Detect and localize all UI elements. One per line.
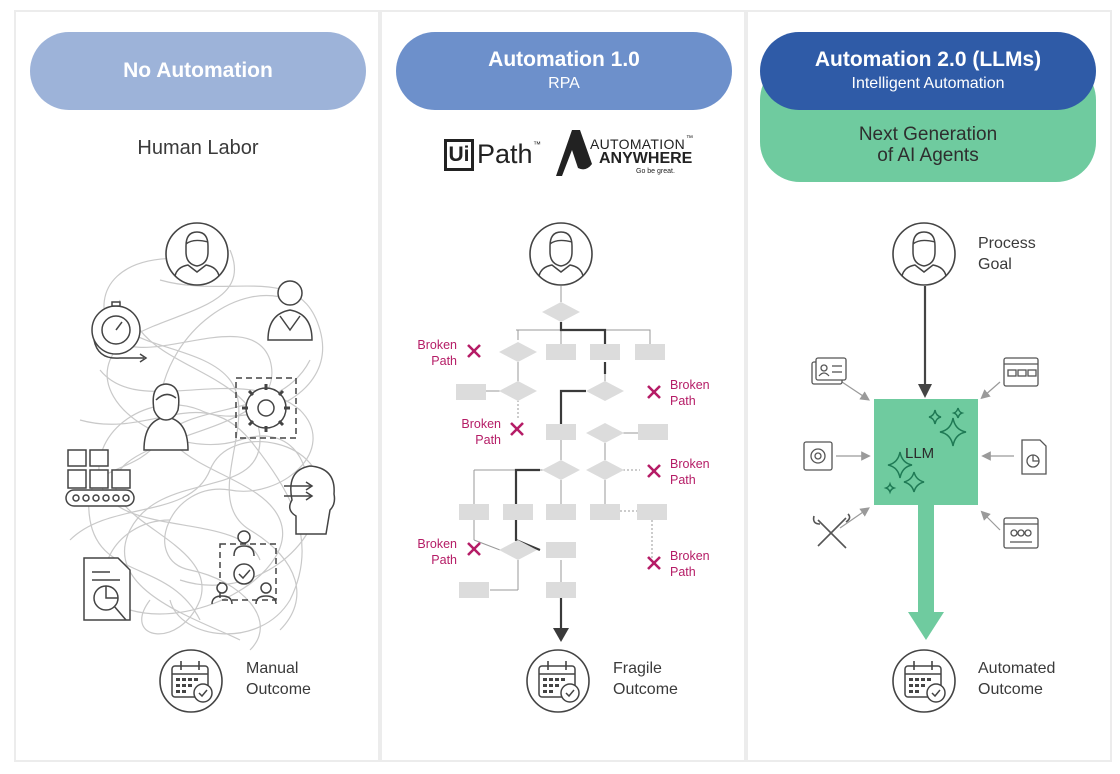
- uipath-logo-text: Path: [477, 139, 533, 169]
- outcome-label: Automated Outcome: [978, 660, 1056, 698]
- column-description: Human Labor: [137, 137, 259, 159]
- flow-arrow-head: [553, 628, 569, 642]
- chart-doc-icon: [1021, 439, 1047, 475]
- person-icon: [165, 222, 229, 286]
- broken-path-x-icon: [466, 343, 482, 359]
- person-icon: [529, 222, 593, 286]
- sparkle-icon: [883, 407, 967, 495]
- team-browser-icon: [1003, 517, 1039, 549]
- process-goal-label: Process Goal: [978, 235, 1036, 273]
- broken-path-label: Broken Path: [417, 537, 457, 567]
- column-title: Automation 2.0 (LLMs): [814, 48, 1042, 71]
- outcome-label: Manual Outcome: [246, 660, 311, 698]
- broken-path-label: Broken Path: [670, 549, 710, 579]
- process-flow: [473, 286, 653, 591]
- person-icon: [892, 222, 956, 286]
- output-arrow-stem: [918, 505, 934, 612]
- aa-trademark: ™: [686, 135, 693, 142]
- output-arrow-head: [908, 612, 944, 640]
- report-icon: [83, 557, 131, 621]
- column-title: Automation 1.0: [488, 48, 640, 71]
- broken-path-label: Broken Path: [670, 457, 710, 487]
- broken-path-x-icon: [646, 463, 662, 479]
- title-pill-automation-2: Automation 2.0 (LLMs) Intelligent Automa…: [760, 32, 1096, 110]
- uipath-trademark: ™: [533, 140, 541, 149]
- aa-logo-line1: AUTOMATION: [590, 136, 686, 152]
- uipath-logo-box: Ui: [444, 139, 474, 171]
- worker-icon: [267, 280, 313, 341]
- broken-path-x-icon: [646, 384, 662, 400]
- column-no-automation: [14, 10, 380, 762]
- calendar-check-icon: [526, 649, 590, 713]
- llm-label: LLM: [905, 445, 935, 462]
- settings-doc-icon: [803, 441, 833, 471]
- tools-icon: [812, 513, 851, 549]
- calendar-check-icon: [892, 649, 956, 713]
- gear-icon: [235, 377, 297, 439]
- broken-path-x-icon: [466, 541, 482, 557]
- input-arrows: [836, 381, 1014, 531]
- broken-path-x-icon: [509, 421, 525, 437]
- title-pill-no-automation: No Automation: [30, 32, 366, 110]
- column-subtitle: RPA: [548, 75, 580, 92]
- woman-icon: [143, 383, 189, 451]
- column-subtitle: Intelligent Automation: [851, 75, 1005, 92]
- conveyor-icon: [65, 449, 135, 507]
- broken-path-x-icon: [646, 555, 662, 571]
- id-card-icon: [811, 357, 847, 385]
- aa-logo-mark: [556, 130, 592, 176]
- column-title: No Automation: [123, 59, 273, 82]
- process-shapes: [456, 302, 668, 598]
- calendar-check-icon: [159, 649, 223, 713]
- broken-path-label: Broken Path: [417, 338, 457, 368]
- broken-path-label: Broken Path: [670, 378, 710, 408]
- outcome-label: Fragile Outcome: [613, 660, 678, 698]
- head-profile-icon: [284, 465, 336, 535]
- broken-path-label: Broken Path: [461, 417, 501, 447]
- aa-logo-tagline: Go be great.: [636, 168, 675, 175]
- team-check-icon: [211, 530, 277, 605]
- badge-text: Next Generation of AI Agents: [858, 124, 998, 166]
- browser-icon: [1003, 357, 1039, 387]
- goal-arrow-head: [918, 384, 932, 398]
- title-pill-automation-1: Automation 1.0 RPA: [396, 32, 732, 110]
- stopwatch-icon: [91, 301, 148, 363]
- aa-logo-line2: ANYWHERE: [599, 150, 693, 167]
